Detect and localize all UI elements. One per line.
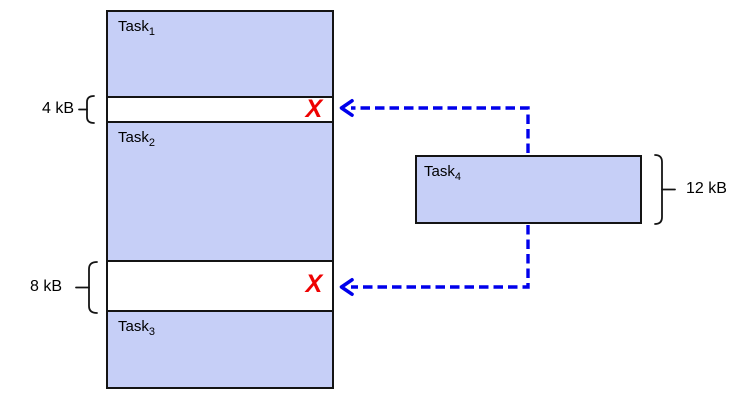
reject-x-mark-gap1: X: [305, 95, 323, 123]
gap2-size-label: 8 kB: [29, 278, 62, 295]
task4-block: Task4: [415, 155, 642, 224]
task2-subscript: 2: [148, 137, 155, 149]
brace-12kb: [654, 154, 676, 225]
gap-8kb: [108, 262, 332, 312]
memory-column: Task1 Task2 Task3: [106, 10, 334, 389]
task3-block: Task3: [108, 312, 332, 387]
task1-subscript: 1: [148, 26, 155, 38]
task1-name: Task: [118, 18, 149, 35]
task4-name: Task: [424, 163, 455, 180]
task2-block: Task2: [108, 123, 332, 262]
task1-block: Task1: [108, 12, 332, 98]
reject-x-mark-gap2: X: [305, 270, 323, 298]
brace-8kb: [75, 261, 98, 314]
task3-subscript: 3: [148, 326, 155, 338]
task3-name: Task: [118, 318, 149, 335]
arrow-task4-to-gap1: [339, 99, 530, 153]
task2-name: Task: [118, 129, 149, 146]
gap1-size-label: 4 kB: [41, 100, 74, 117]
brace-4kb: [78, 95, 95, 124]
gap-4kb: [108, 98, 332, 123]
task4-label: Task4: [424, 162, 461, 183]
arrow-task4-to-gap2: [339, 225, 530, 296]
task2-label: Task2: [118, 128, 155, 149]
task3-label: Task3: [118, 317, 155, 338]
task4-size-label: 12 kB: [686, 180, 727, 197]
task1-label: Task1: [118, 17, 155, 38]
task4-subscript: 4: [454, 171, 461, 183]
